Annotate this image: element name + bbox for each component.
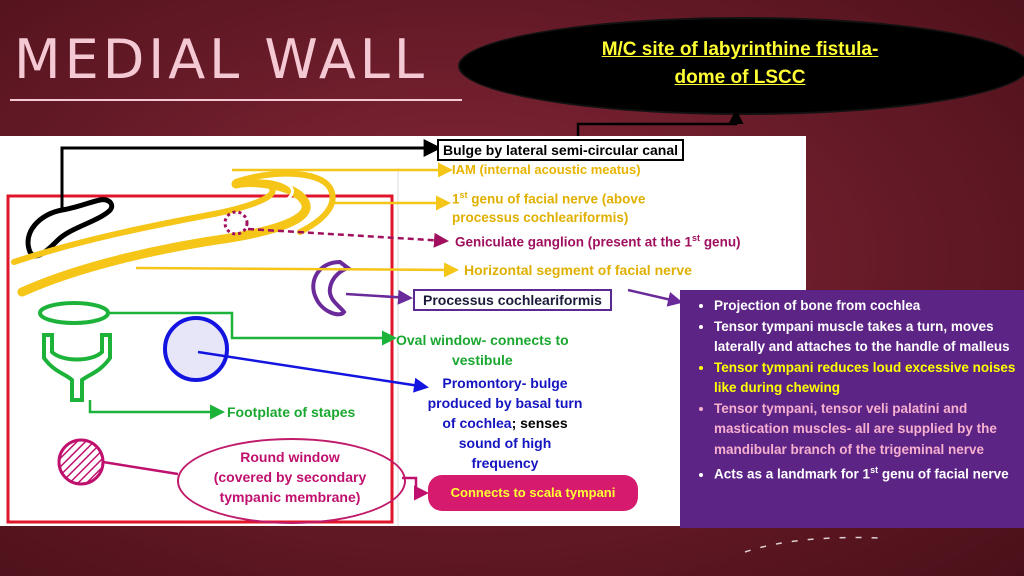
note-3: Tensor tympani reduces loud excessive no… (714, 358, 1020, 399)
promontory-line-3a: of cochlea (442, 415, 512, 431)
note-5b: genu of facial nerve (878, 466, 1009, 482)
promontory-line-1: Promontory- bulge (442, 375, 568, 391)
side-notes-panel: Projection of bone from cochlea Tensor t… (680, 290, 1024, 528)
round-window-line-2: (covered by secondary (213, 469, 367, 485)
oval-window-label: Oval window- connects to vestibule (396, 330, 569, 370)
horizontal-segment-label: Horizontal segment of facial nerve (464, 262, 692, 278)
genu-label-c: processus cochleariformis) (452, 209, 629, 225)
genu-label-sup: st (459, 190, 468, 200)
note-5: Acts as a landmark for 1st genu of facia… (714, 460, 1020, 485)
oval-window-arrow (108, 311, 397, 346)
medial-wall-outline (6, 194, 394, 524)
slide-title: MEDIAL WALL (14, 28, 428, 91)
round-window-line-1: Round window (240, 449, 340, 465)
diagram-panel (0, 136, 806, 526)
note-5a: Acts as a landmark for 1 (714, 466, 871, 482)
genu-label: 1st genu of facial nerve (above processu… (452, 186, 645, 227)
bulge-label: Bulge by lateral semi-circular canal (437, 139, 684, 161)
scala-arrow (402, 476, 429, 501)
round-window-label: Round window (covered by secondary tympa… (180, 447, 400, 507)
genu-label-a: 1 (452, 191, 460, 207)
promontory-shape (163, 316, 229, 382)
round-window-line-3: tympanic membrane) (219, 489, 361, 505)
geniculate-arrow (247, 227, 449, 248)
processus-label: Processus cochleariformis (413, 289, 612, 311)
processus-arrow (345, 289, 413, 305)
title-underline (10, 99, 462, 101)
geniculate-label: Geniculate ganglion (present at the 1st … (455, 233, 741, 250)
facial-nerve-band-outer (17, 178, 311, 297)
footplate-label: Footplate of stapes (227, 404, 356, 420)
note-5-sup: st (870, 465, 879, 475)
geniculate-label-a: Geniculate ganglion (present at the 1 (455, 234, 693, 250)
geniculate-label-b: genu) (700, 234, 741, 250)
scala-tympani-label: Connects to scala tympani (428, 475, 638, 511)
oval-window-line-1: Oval window- connects to (396, 332, 569, 348)
note-2: Tensor tympani muscle takes a turn, move… (714, 317, 1020, 358)
footplate-arrow (88, 400, 225, 420)
promontory-arrow (197, 350, 429, 393)
stapes-shape (42, 333, 112, 402)
bulge-arrow (60, 139, 442, 210)
processus-cochleariformis-shape (311, 259, 353, 317)
oval-window-line-2: vestibule (451, 352, 513, 368)
callout-bubble (458, 17, 1024, 115)
promontory-line-3b: ; senses (511, 415, 568, 431)
round-window-arrow (102, 460, 179, 476)
geniculate-label-sup: st (692, 233, 701, 243)
processus-side-arrow (627, 288, 683, 307)
horizontal-segment-arrow (135, 262, 459, 278)
callout-line-2: dome of LSCC (674, 67, 806, 88)
callout-text: M/C site of labyrinthine fistula- dome o… (540, 36, 940, 92)
promontory-line-5: frequency (471, 455, 539, 471)
facial-nerve-band-inner (21, 176, 294, 272)
side-notes-list: Projection of bone from cochlea Tensor t… (698, 296, 1020, 485)
facial-nerve-band-outer-2 (11, 183, 276, 265)
promontory-label: Promontory- bulge produced by basal turn… (410, 373, 600, 473)
promontory-line-4: sound of high (458, 435, 552, 451)
geniculate-ganglion-shape (223, 210, 249, 236)
bubble-arrow (576, 109, 744, 136)
round-window-ellipse (177, 438, 406, 524)
note-4: Tensor tympani, tensor veli palatini and… (714, 399, 1020, 461)
iam-label: IAM (internal acoustic meatus) (452, 162, 641, 177)
note-1: Projection of bone from cochlea (714, 296, 1020, 317)
genu-label-b: genu of facial nerve (above (467, 191, 646, 207)
facial-nerve-loop (233, 170, 336, 235)
lscc-bulge-shape (25, 197, 115, 259)
promontory-line-2: produced by basal turn (427, 395, 583, 411)
callout-line-1: M/C site of labyrinthine fistula- (601, 39, 879, 60)
